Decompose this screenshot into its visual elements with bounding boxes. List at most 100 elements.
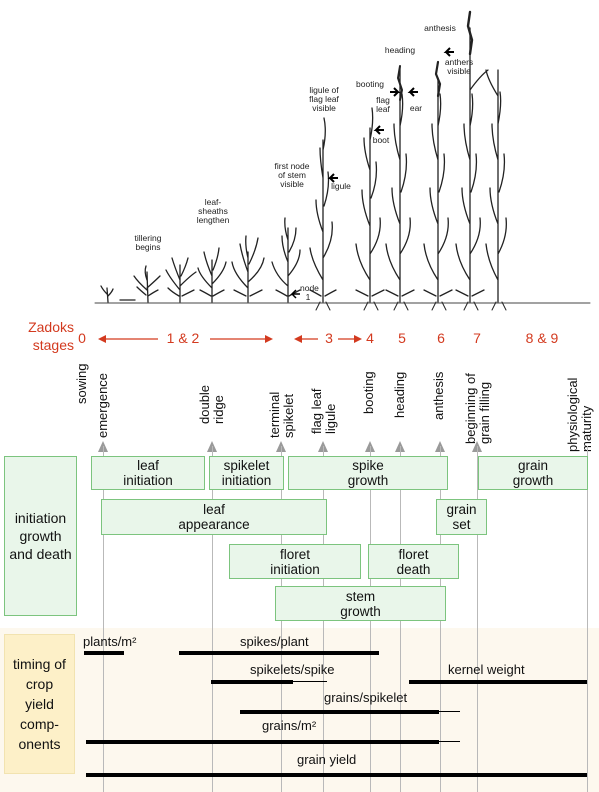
zadoks-stage-0: 0 — [78, 330, 86, 346]
bar-spikelets-spike — [211, 680, 293, 684]
event-sowing: sowing — [74, 363, 89, 404]
label-anthers-arrow: anthers visible — [444, 57, 474, 76]
boot-pointer — [373, 125, 384, 135]
zadoks-stage-1-2: 1 & 2 — [166, 330, 200, 346]
component-kernel-weight: kernel weight — [448, 662, 525, 677]
guide-double-ridge-lower — [212, 628, 213, 792]
label-booting-top: booting — [356, 79, 384, 89]
label-anthesis-top: anthesis — [424, 23, 456, 33]
guide-anthesis-lower — [440, 628, 441, 792]
box-floret-initiation: floret initiation — [229, 544, 361, 579]
plant-4 — [197, 247, 227, 303]
component-spikes-plant: spikes/plant — [240, 634, 309, 649]
event-maturity: physiological maturity — [565, 352, 594, 452]
event-flag-leaf-ligule: flag leaf ligule — [309, 364, 338, 434]
event-grain-filling: beginning of grain filling — [463, 348, 492, 444]
roots — [315, 301, 507, 311]
guide-grain-fill — [477, 446, 478, 792]
box-spike-growth: spike growth — [288, 456, 448, 490]
event-anthesis: anthesis — [431, 371, 446, 420]
wheat-growth-illustration — [94, 10, 591, 311]
label-boot-arrow: boot — [372, 135, 390, 145]
node-pointer — [290, 289, 300, 299]
event-emergence: emergence — [95, 372, 110, 438]
component-plants: plants/m² — [83, 634, 137, 649]
ligule-pointer — [327, 173, 338, 183]
bar-grains-m2 — [86, 740, 439, 744]
plant-5 — [231, 235, 265, 303]
zadoks-stage-6: 6 — [437, 330, 445, 346]
ear-2 — [434, 60, 442, 98]
plant-10 — [423, 77, 453, 303]
label-node-arrow: node 1 — [300, 283, 319, 302]
guide-emergence-lower — [103, 628, 104, 792]
label-sheaths: leaf-sheaths lengthen — [196, 197, 230, 225]
thin-grains-spikelet — [439, 711, 460, 712]
box-floret-death-text: floret death — [396, 546, 431, 577]
guide-maturity-lower — [587, 628, 588, 792]
box-stem-growth-text: stem growth — [340, 588, 381, 619]
ear-1 — [396, 65, 404, 101]
event-booting: booting — [361, 371, 376, 414]
event-heading: heading — [392, 371, 407, 418]
plant-3 — [165, 257, 197, 303]
component-spikelets-spike: spikelets/spike — [250, 662, 335, 677]
component-grains-m2: grains/m² — [262, 718, 317, 733]
yield-title: timing of crop yield comp-onents — [13, 656, 66, 752]
thin-spikelets-spike — [293, 681, 327, 682]
flag-leaf-pointer — [390, 87, 401, 97]
zadoks-stage-3: 3 — [325, 330, 333, 346]
box-grain-set-text: grain set — [446, 502, 477, 532]
box-spikelet-initiation-text: spikelet initiation — [221, 458, 272, 488]
zadoks-stage-7: 7 — [473, 330, 481, 346]
process-title: initiation growth and death — [9, 510, 72, 562]
box-leaf-initiation: leaf initiation — [91, 456, 205, 490]
ear-pointer — [407, 87, 418, 97]
plant-8 — [355, 107, 385, 303]
box-leaf-appearance-text: leaf appearance — [178, 502, 250, 532]
plant-7 — [309, 117, 337, 303]
box-grain-set: grain set — [436, 499, 487, 535]
guide-grain-fill-lower — [477, 628, 478, 792]
box-leaf-appearance: leaf appearance — [101, 499, 327, 535]
guide-double-ridge — [212, 446, 213, 792]
label-first-node: first node of stem visible — [274, 161, 310, 189]
box-floret-death: floret death — [368, 544, 459, 579]
zadoks-title: Zadoks stages — [28, 319, 74, 353]
label-flag-leaf-arrow: flag leaf — [376, 95, 390, 114]
event-double-ridge: double ridge — [197, 366, 226, 424]
box-spikelet-initiation: spikelet initiation — [209, 456, 284, 490]
event-terminal-spikelet: terminal spikelet — [267, 366, 296, 438]
event-double-ridge-text: double ridge — [197, 384, 226, 424]
bar-spikes-plant — [179, 651, 379, 655]
zadoks-stage-4: 4 — [366, 330, 374, 346]
label-tillering: tillering begins — [134, 233, 162, 252]
plant-12 — [485, 69, 507, 303]
box-floret-initiation-text: floret initiation — [270, 546, 320, 577]
label-heading-top: heading — [384, 45, 416, 55]
bar-grain-yield — [86, 773, 587, 777]
component-grain-yield: grain yield — [297, 752, 357, 767]
component-grains-spikelet: grains/spikelet — [324, 690, 408, 705]
event-maturity-text: physiological maturity — [565, 377, 594, 452]
bar-grains-spikelet — [240, 710, 439, 714]
event-grain-filling-text: beginning of grain filling — [463, 373, 492, 444]
event-terminal-spikelet-text: terminal spikelet — [267, 391, 296, 438]
plant-6 — [271, 217, 301, 303]
plant-9 — [385, 65, 415, 303]
plant-11 — [455, 27, 489, 303]
yield-title-box: timing of crop yield comp-onents — [4, 634, 75, 774]
zadoks-stage-5: 5 — [398, 330, 406, 346]
label-ear-arrow: ear — [409, 103, 423, 113]
guide-maturity — [587, 446, 588, 792]
thin-grains-m2 — [439, 741, 460, 742]
process-title-box: initiation growth and death — [4, 456, 77, 616]
label-ligule-arrow: ligule — [331, 181, 351, 191]
anthers-pointer — [443, 47, 454, 57]
seedling-1 — [100, 285, 114, 303]
label-ligule-flag: ligule of flag leaf visible — [309, 85, 339, 113]
bar-plants — [84, 651, 124, 655]
zadoks-stage-8-9: 8 & 9 — [525, 330, 559, 346]
ear-3 — [466, 10, 474, 56]
